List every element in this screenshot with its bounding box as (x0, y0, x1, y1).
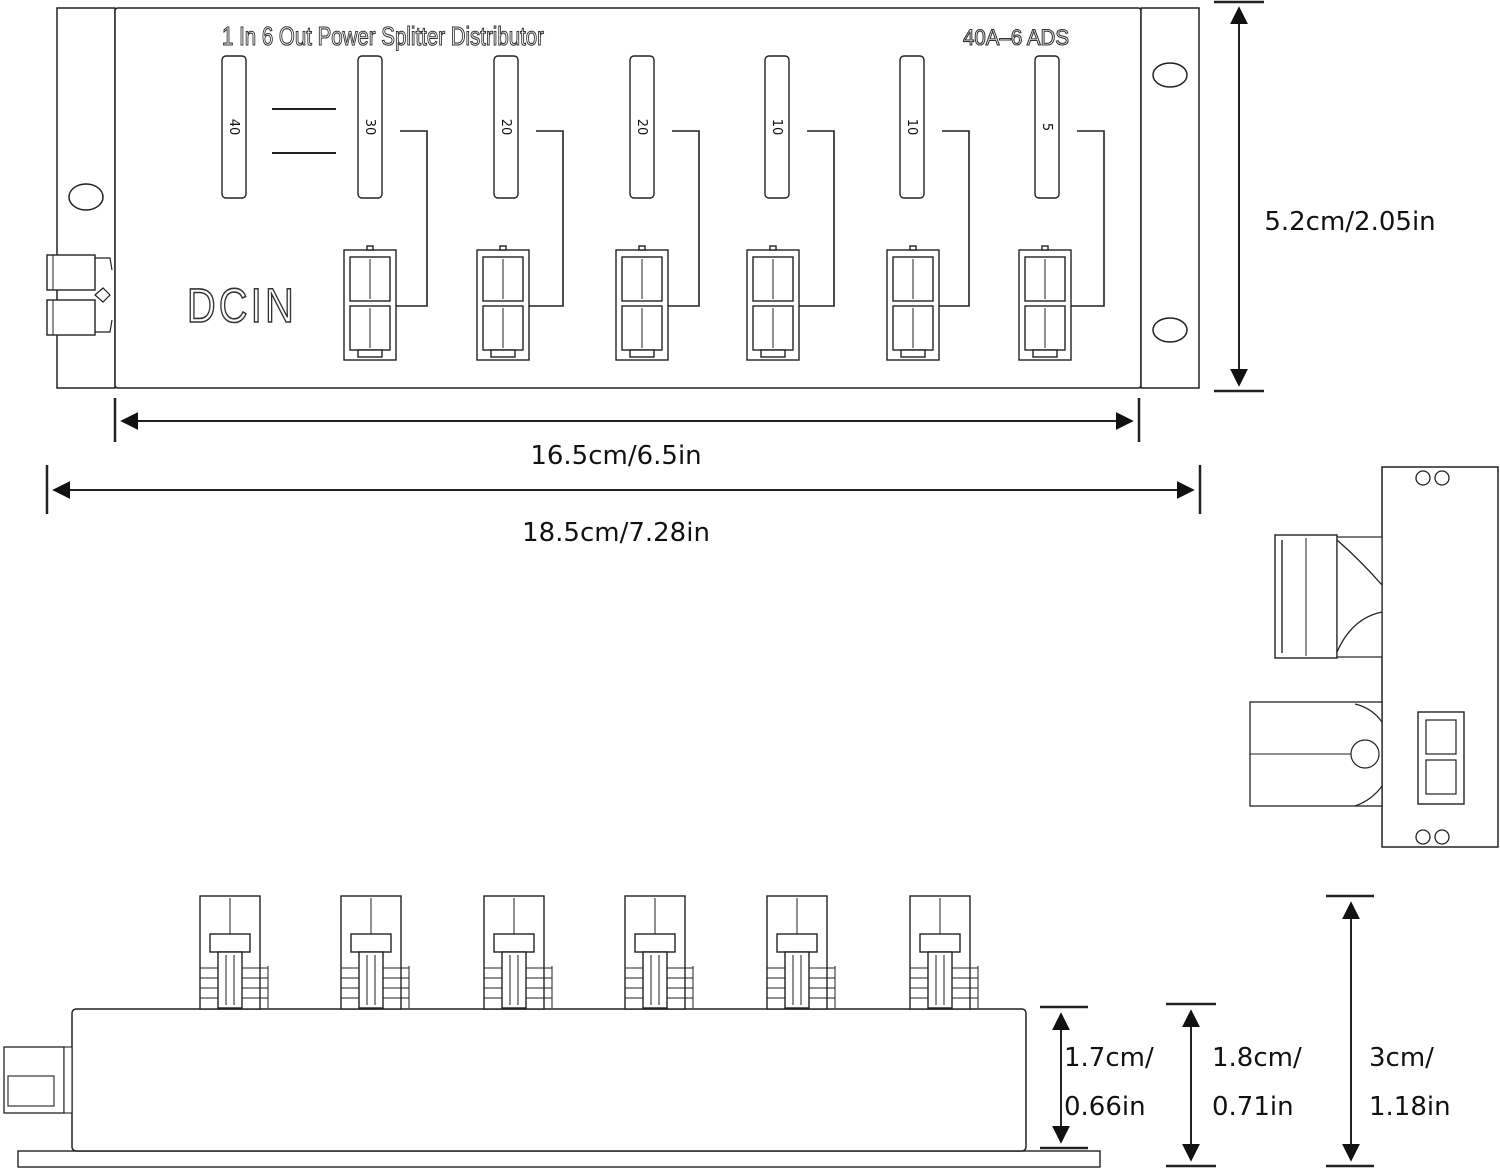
total-height-label-1: 3cm/ (1369, 1043, 1434, 1073)
fuse-wire (939, 130, 970, 307)
top-view: 1 In 6 Out Power Splitter Distributor 40… (46, 7, 1200, 389)
output-socket (615, 245, 669, 361)
fuse-wire (668, 130, 700, 307)
body-length-label: 16.5cm/6.5in (530, 441, 701, 471)
output-channel-6: 5 (1018, 55, 1105, 361)
fuse-wire (799, 130, 835, 307)
front-connector-3 (483, 895, 553, 1010)
dim-total-length: 18.5cm/7.28in (45, 465, 1202, 548)
output-channel-3: 20 (615, 55, 700, 361)
body-height-label-1: 1.7cm/ (1064, 1043, 1154, 1073)
output-socket (343, 245, 397, 361)
mount-hole-right-top (1152, 62, 1188, 88)
fuse-slot (764, 55, 790, 199)
fuse-slot (629, 55, 655, 199)
dim-height-top: 5.2cm/2.05in (1214, 0, 1436, 393)
fuse-wire (396, 130, 428, 307)
fuse-rating: 5 (1039, 123, 1054, 131)
front-body (71, 1008, 1027, 1152)
fuse-slot (899, 55, 925, 199)
front-view (3, 895, 1101, 1168)
height-top-label: 5.2cm/2.05in (1264, 207, 1435, 237)
body-height-label-2: 0.66in (1064, 1092, 1146, 1122)
total-height-label-2: 1.18in (1369, 1092, 1451, 1122)
output-channel-2: 20 (476, 55, 564, 361)
dim-body-length: 16.5cm/6.5in (113, 398, 1141, 471)
fuse-rating: 20 (634, 119, 649, 136)
fuse-wire (529, 130, 564, 307)
output-channel-4: 10 (746, 55, 835, 361)
fuse-rating: 30 (362, 119, 377, 136)
front-connector-4 (624, 895, 694, 1010)
base-height-label-1: 1.8cm/ (1212, 1043, 1302, 1073)
base-height-label-2: 0.71in (1212, 1092, 1294, 1122)
mount-hole-left (68, 183, 104, 211)
fuse-rating: 20 (498, 119, 513, 136)
front-connector-6 (909, 895, 979, 1010)
fuse-wire (1071, 130, 1105, 307)
output-channel-1: 30 (343, 55, 428, 361)
fuse-rating: 10 (904, 119, 919, 136)
output-socket (746, 245, 800, 361)
total-length-label: 18.5cm/7.28in (522, 518, 710, 548)
mount-hole-right-bottom (1152, 317, 1188, 343)
output-socket (476, 245, 530, 361)
input-connector (46, 254, 113, 336)
dim-base-height: 1.8cm/ 0.71in (1166, 1002, 1302, 1168)
output-channel-5: 10 (886, 55, 970, 361)
product-title: 1 In 6 Out Power Splitter Distributor (222, 21, 544, 51)
output-socket (1018, 245, 1072, 361)
end-view (1249, 466, 1499, 848)
output-socket (886, 245, 940, 361)
front-connector-1 (199, 895, 269, 1010)
dim-total-height: 3cm/ 1.18in (1326, 894, 1451, 1168)
fuse-rating: 10 (769, 119, 784, 136)
output-channels: 30 20 20 10 10 5 (343, 55, 1105, 361)
dim-body-height: 1.7cm/ 0.66in (1040, 1005, 1154, 1150)
fuse-slot (1034, 55, 1060, 199)
input-fuse-rating: 40 (226, 119, 241, 136)
input-label: DCIN (187, 280, 297, 333)
front-connectors (199, 895, 979, 1010)
fuse-slot (357, 55, 383, 199)
base-plate (17, 1150, 1101, 1168)
fuse-slot (493, 55, 519, 199)
model-number: 40A–6 ADS (963, 25, 1069, 50)
input-fuse-slot (221, 55, 247, 199)
front-connector-2 (340, 895, 410, 1010)
front-connector-5 (766, 895, 836, 1010)
